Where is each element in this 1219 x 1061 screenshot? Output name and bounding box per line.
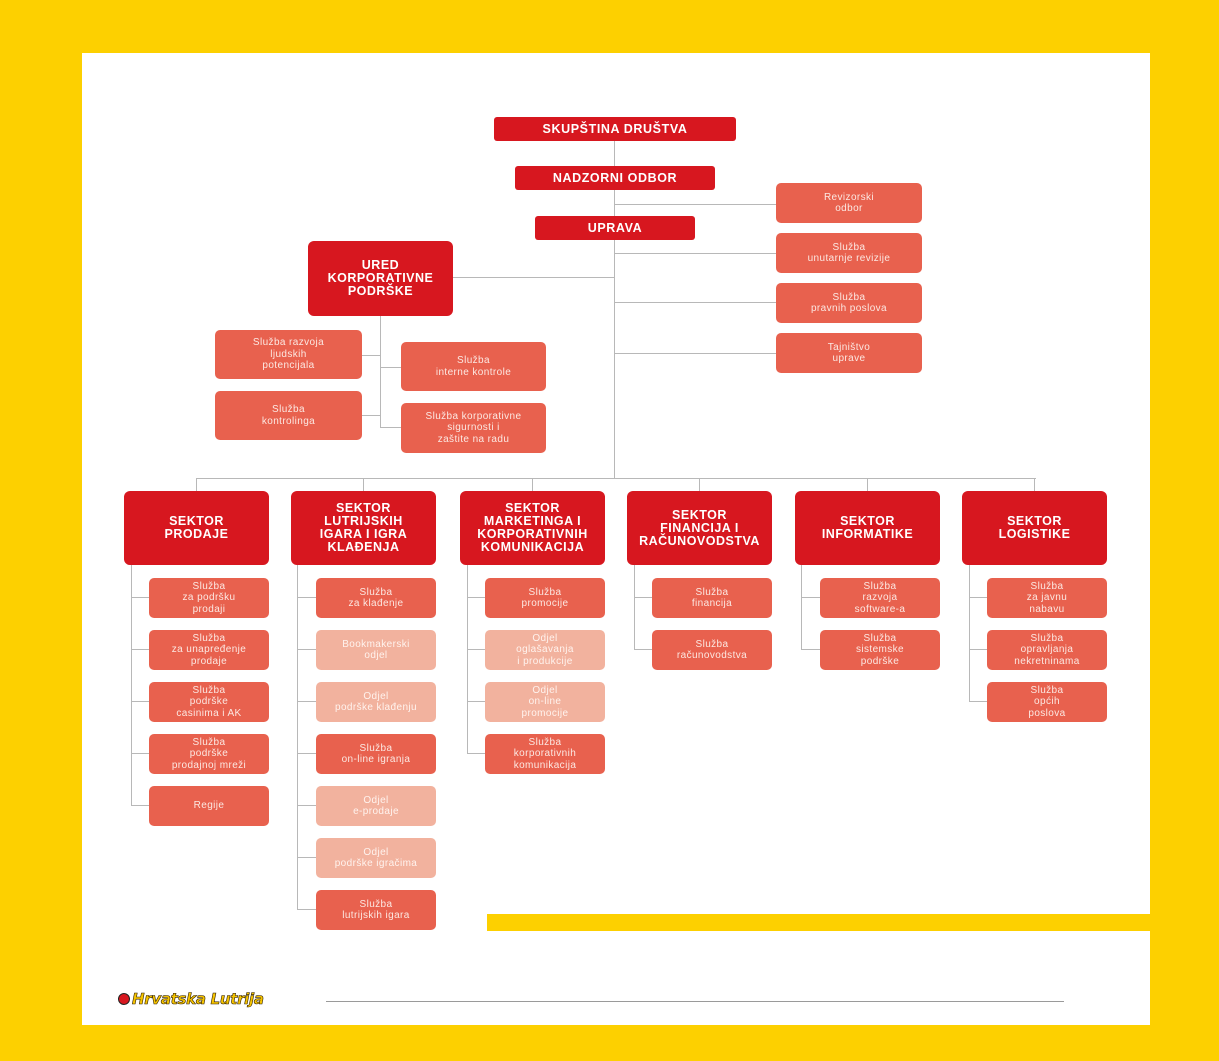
connector-sector-trunk — [467, 565, 468, 753]
nadzorni-odbor-box: NADZORNI ODBOR — [515, 166, 715, 190]
sluzba-razvoja-ljudskih-potencijala-box: Služba razvoja ljudskih potencijala — [215, 330, 362, 379]
service-box: Regije — [149, 786, 269, 826]
service-box: Služba lutrijskih igara — [316, 890, 436, 930]
connector-sector-trunk — [131, 565, 132, 805]
connector-sector-trunk — [634, 565, 635, 649]
connector-unit — [969, 649, 987, 650]
hrvatska-lutrija-logo: Hrvatska Lutrija — [118, 990, 264, 1008]
logo-text: Hrvatska Lutrija — [132, 990, 265, 1009]
connector-sector-drop — [699, 478, 700, 491]
service-box: Služba sistemske podrške — [820, 630, 940, 670]
connector-unit — [801, 597, 820, 598]
connector-ured — [453, 277, 614, 278]
service-box: Služba opravljanja nekretninama — [987, 630, 1107, 670]
connector-unit — [131, 701, 149, 702]
sector-6-heading: SEKTOR LOGISTIKE — [962, 491, 1107, 565]
service-box: Služba za javnu nabavu — [987, 578, 1107, 618]
sluzba-pravnih-poslova-box: Služba pravnih poslova — [776, 283, 922, 323]
connector-sector-trunk — [969, 565, 970, 701]
connector-sector-drop — [1034, 478, 1035, 491]
sector-2-heading: SEKTOR LUTRIJSKIH IGARA I IGRA KLAĐENJA — [291, 491, 436, 565]
connector-unit — [297, 909, 316, 910]
department-box: Odjel on-line promocije — [485, 682, 605, 722]
connector-ured-right-1 — [380, 367, 401, 368]
ured-korporativne-podrske-box: URED KORPORATIVNE PODRŠKE — [308, 241, 453, 316]
sector-4-heading: SEKTOR FINANCIJA I RAČUNOVODSTVA — [627, 491, 772, 565]
service-box: Služba podrške prodajnoj mreži — [149, 734, 269, 774]
connector-unit — [131, 753, 149, 754]
connector-unit — [297, 805, 316, 806]
connector-sector-drop — [867, 478, 868, 491]
decorative-yellow-bar — [487, 914, 1150, 931]
connector-pravnih-poslova — [614, 302, 776, 303]
connector-unit — [634, 597, 652, 598]
sluzba-unutarnje-revizije-box: Služba unutarnje revizije — [776, 233, 922, 273]
connector-unit — [297, 597, 316, 598]
connector-unit — [801, 649, 820, 650]
connector-main-vertical — [614, 140, 615, 478]
connector-sector-drop — [532, 478, 533, 491]
connector-unutarnje-revizije — [614, 253, 776, 254]
service-box: Služba općih poslova — [987, 682, 1107, 722]
connector-ured-left-1 — [362, 355, 380, 356]
connector-unit — [297, 701, 316, 702]
connector-sector-drop — [363, 478, 364, 491]
connector-sectors-horizontal — [196, 478, 1036, 479]
service-box: Služba korporativnih komunikacija — [485, 734, 605, 774]
connector-unit — [969, 597, 987, 598]
service-box: Služba financija — [652, 578, 772, 618]
sluzba-korporativne-sigurnosti-box: Služba korporativne sigurnosti i zaštite… — [401, 403, 546, 453]
service-box: Služba promocije — [485, 578, 605, 618]
connector-unit — [297, 753, 316, 754]
department-box: Odjel e-prodaje — [316, 786, 436, 826]
connector-sector-trunk — [801, 565, 802, 649]
sluzba-interne-kontrole-box: Služba interne kontrole — [401, 342, 546, 391]
department-box: Odjel podrške igračima — [316, 838, 436, 878]
tajnistvo-uprave-box: Tajništvo uprave — [776, 333, 922, 373]
connector-sector-drop — [196, 478, 197, 491]
service-box: Služba za podršku prodaji — [149, 578, 269, 618]
sector-1-heading: SEKTOR PRODAJE — [124, 491, 269, 565]
connector-unit — [969, 701, 987, 702]
connector-ured-vertical — [380, 316, 381, 427]
department-box: Odjel oglašavanja i produkcije — [485, 630, 605, 670]
department-box: Bookmakerski odjel — [316, 630, 436, 670]
connector-unit — [467, 649, 485, 650]
sector-5-heading: SEKTOR INFORMATIKE — [795, 491, 940, 565]
uprava-box: UPRAVA — [535, 216, 695, 240]
connector-tajnistvo — [614, 353, 776, 354]
connector-ured-left-2 — [362, 415, 380, 416]
footer-divider — [326, 1001, 1064, 1002]
service-box: Služba za klađenje — [316, 578, 436, 618]
service-box: Služba za unapređenje prodaje — [149, 630, 269, 670]
connector-unit — [297, 857, 316, 858]
connector-unit — [297, 649, 316, 650]
ladybug-icon — [118, 993, 130, 1005]
connector-unit — [634, 649, 652, 650]
revizorski-odbor-box: Revizorski odbor — [776, 183, 922, 223]
connector-unit — [131, 597, 149, 598]
connector-unit — [131, 649, 149, 650]
sluzba-kontrolinga-box: Služba kontrolinga — [215, 391, 362, 440]
service-box: Služba računovodstva — [652, 630, 772, 670]
connector-unit — [467, 753, 485, 754]
connector-revizorski — [614, 204, 776, 205]
skupstina-drustva-box: SKUPŠTINA DRUŠTVA — [494, 117, 736, 141]
connector-sector-trunk — [297, 565, 298, 909]
service-box: Služba podrške casinima i AK — [149, 682, 269, 722]
sector-3-heading: SEKTOR MARKETINGA I KORPORATIVNIH KOMUNI… — [460, 491, 605, 565]
service-box: Služba on-line igranja — [316, 734, 436, 774]
connector-unit — [131, 805, 149, 806]
service-box: Služba razvoja software-a — [820, 578, 940, 618]
connector-unit — [467, 597, 485, 598]
connector-unit — [467, 701, 485, 702]
department-box: Odjel podrške klađenju — [316, 682, 436, 722]
connector-ured-right-2 — [380, 427, 401, 428]
